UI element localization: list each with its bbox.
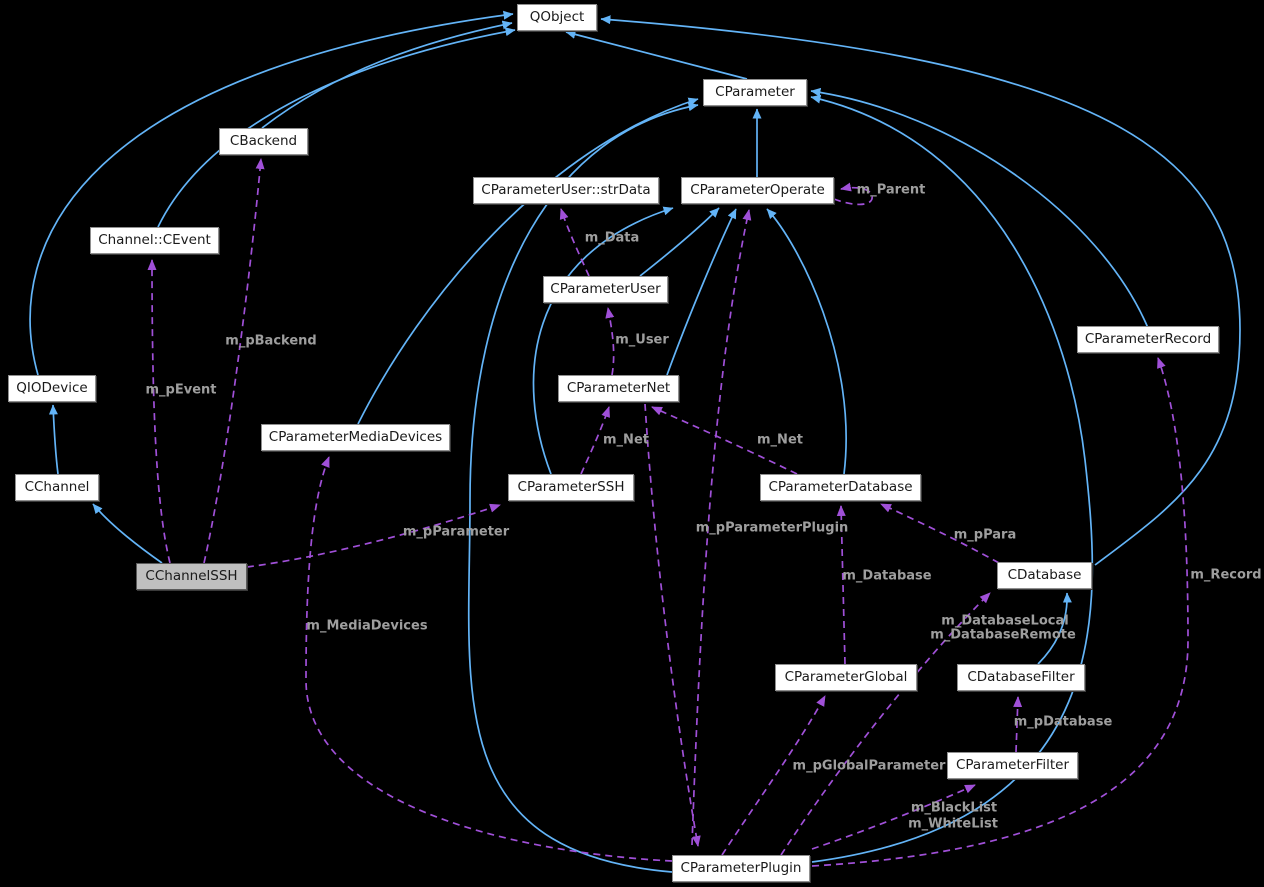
edge-use-m-pparameterplugin	[691, 209, 752, 846]
edge-label-m-blacklist: m_BlackList	[910, 800, 998, 816]
class-node-channel-cevent[interactable]: Channel::CEvent	[90, 227, 219, 254]
edge-label-m-database: m_Database	[842, 568, 932, 584]
edge-use-net-plugin	[644, 403, 701, 847]
class-node-cparameteroperate[interactable]: CParameterOperate	[681, 177, 834, 204]
edge-inherit-record-cparameter	[810, 87, 1149, 329]
edge-inherit-cevent-qobject	[157, 27, 516, 228]
edge-use-m-user	[605, 307, 615, 376]
class-node-cbackend[interactable]: CBackend	[219, 128, 308, 155]
class-node-qiodevice[interactable]: QIODevice	[8, 375, 96, 402]
edge-use-m-databaselocal-remote	[780, 592, 991, 856]
class-node-cchannelssh-focus: CChannelSSH	[136, 563, 247, 590]
edge-label-m-pglobalparameter: m_pGlobalParameter	[792, 758, 946, 774]
edge-inherit-user-operate	[639, 207, 720, 277]
edge-label-m-pparameter: m_pParameter	[402, 524, 510, 540]
class-node-cparameteruser[interactable]: CParameterUser	[543, 276, 668, 303]
class-node-cparameterfilter[interactable]: CParameterFilter	[947, 752, 1078, 779]
edge-label-m-net-ssh: m_Net	[603, 432, 649, 448]
edge-use-m-pglobalparameter	[721, 695, 826, 856]
edge-use-m-database	[836, 505, 846, 665]
edge-inherit-qiodevice-qobject	[29, 10, 514, 376]
edge-use-m-pevent	[147, 259, 171, 564]
edge-use-m-mediadevices	[305, 456, 673, 862]
edge-label-m-pevent: m_pEvent	[145, 382, 217, 398]
edge-inherit-ssh-operate	[532, 206, 674, 475]
edge-inherit-net-operate	[666, 208, 737, 376]
edge-use-m-parent-selfloop	[833, 182, 873, 206]
class-node-cparameterssh[interactable]: CParameterSSH	[508, 474, 634, 501]
edge-inherit-cdatabase-qobject	[600, 15, 1241, 566]
edge-label-m-parent: m_Parent	[856, 182, 926, 198]
class-node-cparameterrecord[interactable]: CParameterRecord	[1077, 326, 1219, 353]
class-node-cdatabase[interactable]: CDatabase	[997, 562, 1092, 589]
edge-use-m-ppara	[880, 503, 1000, 564]
edge-inherit-cchannelssh-cchannel	[92, 503, 163, 564]
edge-inherit-plugin-cparameter-right	[810, 94, 1094, 863]
edge-label-m-ppara: m_pPara	[953, 527, 1017, 543]
edge-label-m-data: m_Data	[584, 230, 640, 246]
edge-label-m-user: m_User	[615, 332, 669, 348]
class-node-cparameternet[interactable]: CParameterNet	[558, 375, 679, 402]
edge-label-m-databaseremote: m_DatabaseRemote	[930, 627, 1076, 643]
edge-inherit-cparameter-qobject	[565, 30, 748, 80]
class-node-cparameter[interactable]: CParameter	[703, 79, 807, 106]
edge-inherit-dbfilter-cdatabase	[1037, 592, 1072, 665]
edge-inherit-cchannel-qiodevice	[48, 404, 59, 475]
edge-use-m-pbackend	[203, 158, 265, 564]
class-node-cchannel[interactable]: CChannel	[15, 474, 99, 501]
class-node-cdatabasefilter[interactable]: CDatabaseFilter	[957, 664, 1085, 691]
class-node-cparameteruser-strdata[interactable]: CParameterUser::strData	[473, 177, 659, 204]
class-node-qobject[interactable]: QObject	[517, 4, 597, 31]
class-node-cparameterglobal[interactable]: CParameterGlobal	[775, 664, 917, 691]
edge-inherit-database-operate	[766, 208, 847, 475]
edge-label-m-mediadevices: m_MediaDevices	[306, 618, 428, 634]
edge-use-m-net-ssh	[580, 406, 610, 475]
class-node-cparameterdatabase[interactable]: CParameterDatabase	[760, 474, 921, 501]
edge-label-m-whitelist: m_WhiteList	[908, 816, 998, 832]
edge-use-m-record	[811, 357, 1189, 867]
edge-label-m-databaselocal: m_DatabaseLocal	[941, 613, 1069, 629]
edge-use-m-pparameter	[246, 503, 501, 568]
edge-inherit-cbackend-qobject	[261, 20, 513, 129]
edge-use-m-data	[559, 208, 590, 277]
edge-use-m-blacklist-whitelist	[811, 784, 976, 850]
edge-label-m-pdatabase: m_pDatabase	[1013, 714, 1113, 730]
edge-label-m-net-database: m_Net	[757, 432, 803, 448]
edge-label-m-record: m_Record	[1190, 567, 1262, 583]
edge-label-m-pbackend: m_pBackend	[225, 333, 317, 349]
class-node-cparameterplugin[interactable]: CParameterPlugin	[672, 855, 810, 882]
edge-label-m-pparameterplugin: m_pParameterPlugin	[695, 520, 849, 536]
edge-use-m-pdatabase	[1013, 696, 1023, 753]
class-node-cparametermediadevices[interactable]: CParameterMediaDevices	[261, 424, 450, 451]
edge-inherit-plugin-cparameter-left	[467, 102, 699, 873]
